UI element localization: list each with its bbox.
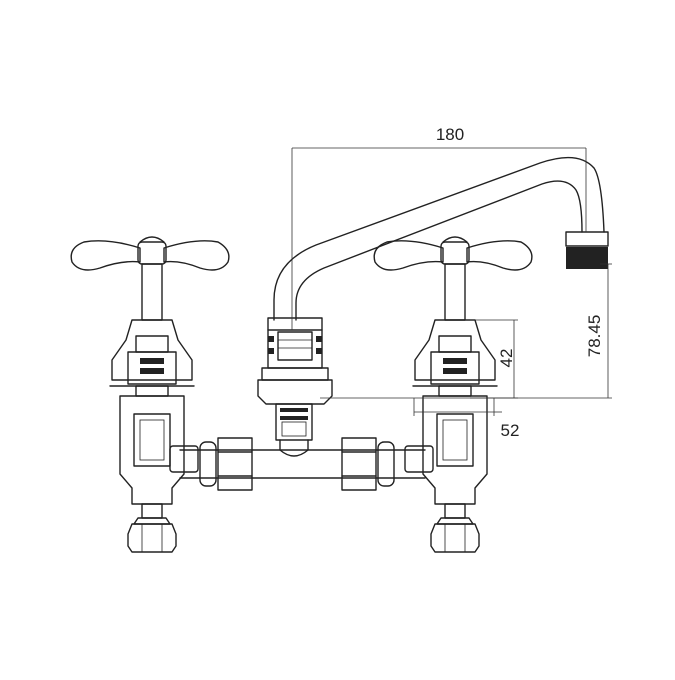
left-backnut: [127, 517, 177, 553]
dimension-body-width: 52: [413, 398, 520, 440]
left-crosshead-handle: [70, 236, 230, 271]
dimension-spout-height: 78.45: [320, 263, 612, 399]
dimension-label-52: 52: [501, 421, 520, 440]
right-valve: [373, 236, 533, 553]
spout: [257, 156, 609, 457]
right-backnut: [430, 517, 480, 553]
dimension-spout-reach: 180: [291, 125, 587, 330]
right-crosshead-handle: [373, 236, 533, 271]
dimension-label-78-45: 78.45: [585, 315, 604, 358]
aerator: [565, 231, 609, 269]
dimension-label-180: 180: [436, 125, 464, 144]
left-valve: [70, 236, 230, 553]
dimension-label-42: 42: [497, 349, 516, 368]
bridge-pipe: [179, 437, 426, 491]
